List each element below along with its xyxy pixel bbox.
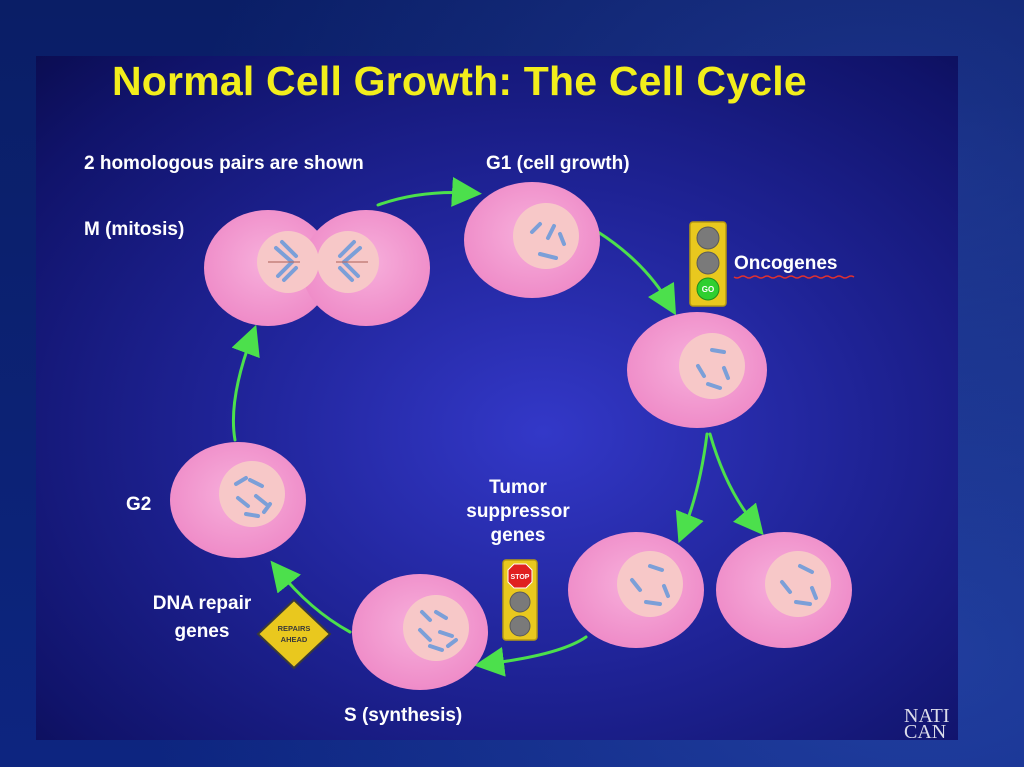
go-traffic-light: GO	[689, 221, 727, 307]
g1-cell	[464, 182, 600, 298]
nucleus	[403, 595, 469, 661]
daughter-cell-left	[568, 532, 704, 648]
go-sign-text: GO	[702, 285, 714, 294]
arrow-cell2-to-left-daughter	[675, 432, 709, 544]
tumor-suppressor-label: Tumor suppressor genes	[448, 476, 588, 548]
g2-label: G2	[126, 494, 152, 515]
oncogenes-label: Oncogenes	[734, 253, 838, 274]
homologous-pairs-label: 2 homologous pairs are shown	[84, 153, 364, 174]
arrow-g2-to-m	[231, 324, 260, 442]
nucleus	[617, 551, 683, 617]
synthesis-label: S (synthesis)	[344, 705, 463, 726]
stop-sign-text: STOP	[511, 574, 530, 581]
publisher-logo: NATI CAN	[904, 705, 950, 743]
tumor-suppressor-line3: genes	[490, 525, 546, 546]
logo-line1: NATI	[904, 705, 950, 727]
daughter-cell-right	[716, 532, 852, 648]
dna-repair-line1: DNA repair	[152, 593, 252, 614]
repairs-ahead-sign: REPAIRS AHEAD	[256, 598, 332, 670]
slide-title: Normal Cell Growth: The Cell Cycle	[112, 58, 807, 104]
arrow-daughter-to-s	[474, 635, 588, 677]
arrow-cell2-to-right-daughter	[708, 432, 764, 536]
stop-traffic-light: STOP	[502, 559, 538, 641]
arrow-s-to-g2	[270, 560, 352, 634]
nucleus	[765, 551, 831, 617]
arrow-m-to-g1	[376, 176, 482, 207]
dna-repair-line2: genes	[174, 621, 230, 642]
s-phase-cell	[352, 574, 488, 690]
tumor-suppressor-line2: suppressor	[466, 501, 570, 522]
arrow-g1-to-cell2	[596, 230, 677, 316]
repairs-sign-line1: REPAIRS	[278, 624, 311, 633]
tumor-suppressor-line1: Tumor	[489, 477, 547, 498]
dna-repair-label: DNA repair genes	[132, 592, 272, 644]
mitosis-cell	[204, 210, 430, 326]
logo-line2: CAN	[904, 721, 947, 743]
cycle-arrows	[231, 176, 764, 677]
mitosis-label: M (mitosis)	[84, 219, 185, 240]
chromosomes	[274, 240, 362, 282]
oncogenes-underline	[733, 275, 855, 279]
repairs-sign-line2: AHEAD	[281, 635, 308, 644]
growing-cell	[627, 312, 767, 428]
nucleus	[513, 203, 579, 269]
nucleus	[679, 333, 745, 399]
g2-cell	[170, 442, 306, 558]
g1-label: G1 (cell growth)	[486, 153, 630, 174]
nucleus	[219, 461, 285, 527]
